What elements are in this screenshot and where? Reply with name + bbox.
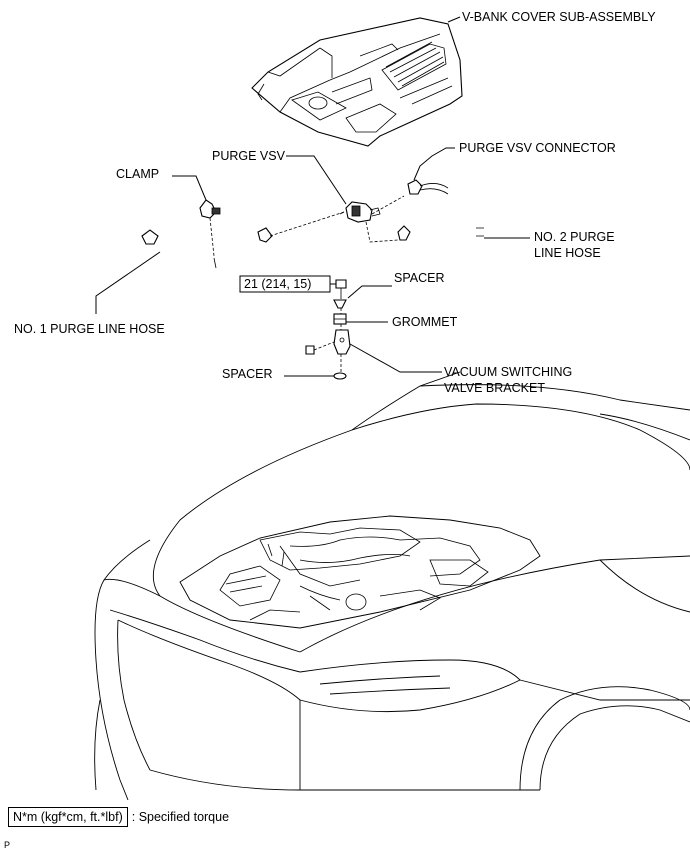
no2-purge-line-hose-drawing bbox=[397, 215, 530, 246]
v-bank-cover-leader bbox=[447, 16, 461, 23]
bracket-bolt-drawing bbox=[305, 341, 335, 355]
torque-legend: N*m (kgf*cm, ft.*lbf) : Specified torque bbox=[8, 807, 229, 827]
grommet-label: GROMMET bbox=[392, 315, 458, 329]
no1-purge-line-hose-drawing bbox=[95, 227, 273, 314]
bolt-drawing bbox=[335, 279, 347, 296]
spacer-top-label: SPACER bbox=[394, 271, 444, 285]
grommet-drawing bbox=[333, 313, 388, 325]
no2-purge-line-hose-label-line2: LINE HOSE bbox=[534, 246, 601, 260]
vehicle-outline-drawing bbox=[94, 371, 690, 801]
page-code: P bbox=[4, 840, 11, 850]
spacer-bottom-label: SPACER bbox=[222, 367, 272, 381]
vacuum-bracket-label-line2: VALVE BRACKET bbox=[444, 381, 545, 395]
clamp-label: CLAMP bbox=[116, 167, 159, 181]
purge-vsv-connector-label: PURGE VSV CONNECTOR bbox=[459, 141, 616, 155]
torque-legend-text: : Specified torque bbox=[131, 810, 230, 824]
spacer-bottom-drawing bbox=[284, 296, 347, 380]
vacuum-bracket-drawing bbox=[333, 329, 442, 373]
purge-vsv-leader bbox=[286, 155, 347, 205]
torque-unit-box: N*m (kgf*cm, ft.*lbf) bbox=[8, 807, 128, 827]
spacer-top-drawing bbox=[333, 285, 392, 309]
v-bank-cover-label: V-BANK COVER SUB-ASSEMBLY bbox=[462, 10, 656, 24]
purge-vsv-connector-drawing bbox=[407, 147, 455, 195]
clamp-drawing bbox=[172, 175, 221, 219]
no2-purge-line-hose-label-line1: NO. 2 PURGE bbox=[534, 230, 615, 244]
purge-vsv-drawing bbox=[339, 201, 381, 223]
purge-vsv-label: PURGE VSV bbox=[212, 149, 286, 163]
torque-label: 21 (214, 15) bbox=[244, 277, 311, 291]
v-bank-cover-drawing bbox=[251, 17, 463, 147]
vacuum-bracket-label-line1: VACUUM SWITCHING bbox=[444, 365, 572, 379]
no1-purge-line-hose-label: NO. 1 PURGE LINE HOSE bbox=[14, 322, 165, 336]
